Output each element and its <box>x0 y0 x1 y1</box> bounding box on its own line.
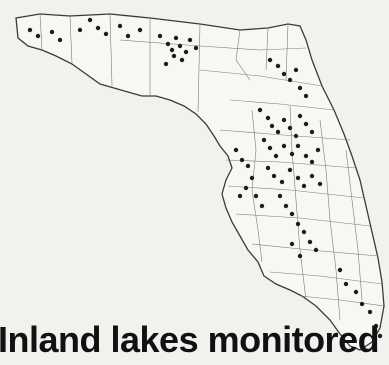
lake-marker <box>303 153 309 159</box>
lake-marker <box>173 35 179 41</box>
lake-marker <box>373 323 379 329</box>
lake-marker <box>245 163 251 169</box>
lake-marker <box>287 77 293 83</box>
lake-marker <box>317 181 323 187</box>
lake-marker <box>27 27 33 33</box>
lake-marker <box>49 29 55 35</box>
lake-marker <box>237 193 243 199</box>
lake-marker <box>243 185 249 191</box>
lake-marker <box>57 37 63 43</box>
lake-marker <box>367 309 373 315</box>
lake-marker <box>183 49 189 55</box>
lake-marker <box>261 137 267 143</box>
lake-marker <box>301 183 307 189</box>
lake-marker <box>297 253 303 259</box>
lake-marker <box>267 145 273 151</box>
lake-marker <box>287 125 293 131</box>
lake-marker <box>287 167 293 173</box>
lake-marker <box>35 33 41 39</box>
lake-marker <box>193 45 199 51</box>
lake-marker <box>177 43 183 49</box>
lake-marker <box>233 147 239 153</box>
lake-marker <box>293 133 299 139</box>
lake-marker <box>359 301 365 307</box>
lake-marker <box>289 241 295 247</box>
lake-marker <box>87 17 93 23</box>
lake-marker <box>353 289 359 295</box>
lake-marker <box>117 23 123 29</box>
lake-marker <box>309 173 315 179</box>
lake-marker <box>271 173 277 179</box>
lake-marker <box>275 129 281 135</box>
lake-marker <box>239 157 245 163</box>
lake-marker <box>303 93 309 99</box>
lake-marker <box>257 107 263 113</box>
lake-marker <box>315 147 321 153</box>
map-caption: Inland lakes monitored <box>0 319 380 360</box>
lake-marker <box>103 31 109 37</box>
lake-marker <box>295 221 301 227</box>
lake-marker <box>301 229 307 235</box>
lake-marker <box>265 165 271 171</box>
state-outline <box>15 13 385 351</box>
lake-marker <box>137 27 143 33</box>
lake-marker <box>281 117 287 123</box>
lake-marker <box>297 113 303 119</box>
lake-marker <box>265 115 271 121</box>
lake-marker <box>187 37 193 43</box>
lake-marker <box>303 121 309 127</box>
lake-marker <box>309 129 315 135</box>
lake-marker <box>163 61 169 67</box>
lake-marker <box>377 333 383 339</box>
lake-marker <box>275 63 281 69</box>
lake-marker <box>307 239 313 245</box>
lake-marker <box>281 143 287 149</box>
lake-marker <box>179 57 185 63</box>
lake-marker <box>277 193 283 199</box>
lake-marker <box>309 159 315 165</box>
lake-marker <box>267 57 273 63</box>
lake-marker <box>295 175 301 181</box>
county-lines <box>39 13 385 321</box>
lake-marker <box>259 203 265 209</box>
lake-marker <box>289 211 295 217</box>
lake-marker <box>253 193 259 199</box>
lake-marker <box>77 27 83 33</box>
lake-marker <box>269 123 275 129</box>
lake-marker <box>295 143 301 149</box>
lake-marker <box>169 47 175 53</box>
lake-marker <box>281 71 287 77</box>
lake-marker <box>283 203 289 209</box>
lake-marker <box>157 33 163 39</box>
lake-marker <box>297 85 303 91</box>
lake-marker <box>313 247 319 253</box>
lake-marker <box>279 179 285 185</box>
lake-marker <box>337 267 343 273</box>
lake-marker <box>273 153 279 159</box>
lake-marker <box>171 53 177 59</box>
lake-marker <box>289 151 295 157</box>
lake-marker <box>249 175 255 181</box>
lake-marker <box>343 281 349 287</box>
lake-marker <box>125 33 131 39</box>
lake-marker <box>293 67 299 73</box>
lake-marker <box>95 25 101 31</box>
lake-marker <box>165 41 171 47</box>
